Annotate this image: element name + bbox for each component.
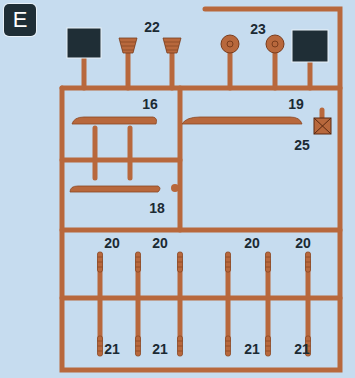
callout-number: 19 <box>288 97 304 111</box>
callout-number: 18 <box>149 201 165 215</box>
callout-number: 22 <box>144 20 160 34</box>
sprue-letter: E <box>13 7 28 33</box>
callout-number: 21 <box>152 342 168 356</box>
callout-number: 20 <box>295 236 311 250</box>
callout-number: 16 <box>142 97 158 111</box>
callout-number: 21 <box>244 342 260 356</box>
callout-number: 21 <box>294 342 310 356</box>
callout-number: 25 <box>294 138 310 152</box>
callout-number: 23 <box>250 22 266 36</box>
callout-number: 20 <box>104 236 120 250</box>
callout-number: 20 <box>244 236 260 250</box>
callout-number: 21 <box>104 342 120 356</box>
sprue-letter-box: E <box>4 4 36 36</box>
callout-number: 20 <box>152 236 168 250</box>
